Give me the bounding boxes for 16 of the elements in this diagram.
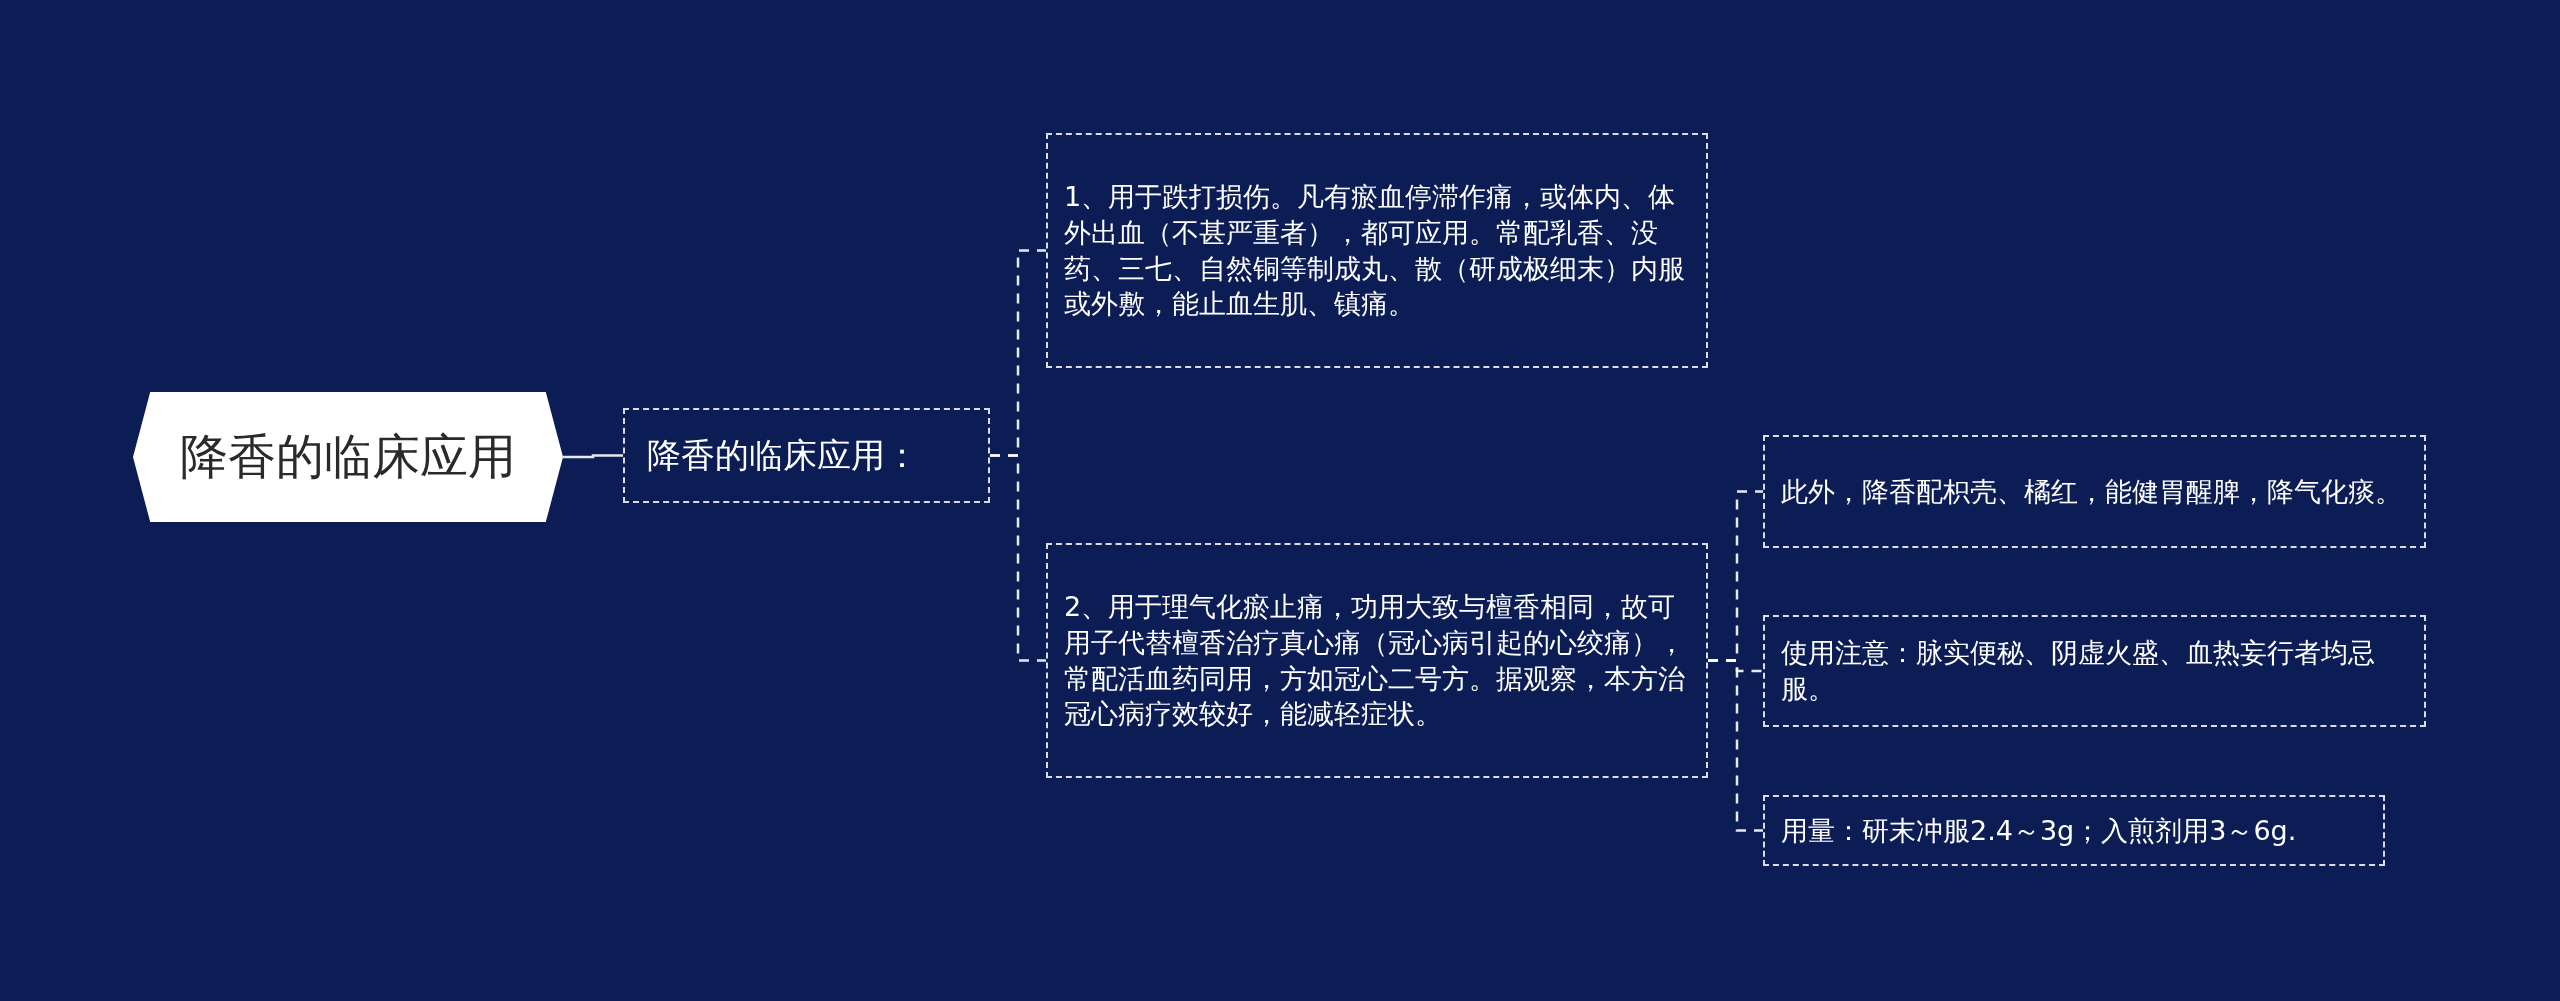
topic-title: 降香的临床应用: [180, 427, 516, 487]
dashed-topic-box: [1763, 615, 2426, 727]
topic-text: 2、用于理气化瘀止痛，功用大致与檀香相同，故可用子代替檀香治疗真心痛（冠心病引起的心绞痛），常配活血药同用，方如冠心二号方。据观察，本方治冠心病疗效较好，能减轻症状。: [1064, 590, 1686, 732]
connector-line: [990, 454, 1046, 662]
connector-line: [1708, 659, 1763, 832]
topic-text: 使用注意：脉实便秘、阴虚火盛、血热妄行者均忌服。: [1781, 636, 2376, 706]
topic-text: 1、用于跌打损伤。凡有瘀血停滞作痛，或体内、体外出血（不甚严重者），都可应用。常配乳香、没药、三七、自然铜等制成丸、散（研成极细末）内服或外敷，能止血生肌、镇痛。: [1064, 180, 1686, 322]
dashed-topic-box: [1763, 435, 2426, 548]
dashed-topic-box: [1763, 795, 2385, 866]
topic-text: 用量：研末冲服2.4～3g；入煎剂用3～6g.: [1781, 813, 2297, 848]
dashed-topic-box: [1046, 543, 1708, 778]
dashed-topic-box: [1046, 133, 1708, 368]
topic-text: 降香的临床应用：: [647, 434, 919, 478]
dashed-topic-box: [623, 408, 990, 503]
connector-line: [563, 454, 623, 459]
topic-text: 此外，降香配枳壳、橘红，能健胃醒脾，降气化痰。: [1781, 474, 2402, 509]
